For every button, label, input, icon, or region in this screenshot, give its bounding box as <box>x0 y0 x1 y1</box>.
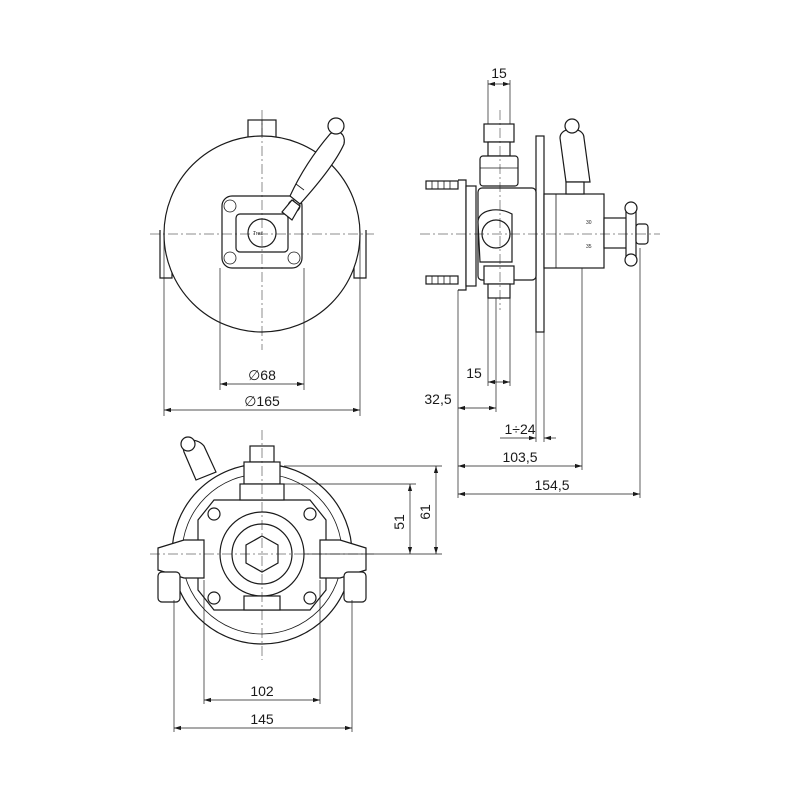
dim-103-5-label: 103,5 <box>502 449 537 465</box>
side-lever-handle <box>559 128 591 183</box>
scale-mark-30: 30 <box>586 220 592 226</box>
side-bottom-nut <box>483 265 515 285</box>
scale-mark-35: 35 <box>586 244 592 250</box>
bottom-anchor <box>425 275 459 285</box>
top-anchor <box>425 180 459 190</box>
rear-right-connection <box>319 539 367 579</box>
side-top-nut <box>483 123 515 143</box>
lever-handle <box>289 131 345 205</box>
lever-knob <box>327 117 345 135</box>
dim-102-label: 102 <box>250 683 274 699</box>
side-view: 30 35 15 15 32,5 <box>420 65 660 498</box>
dim-32-5-label: 32,5 <box>424 391 451 407</box>
dim-1-24-label: 1÷24 <box>504 421 535 437</box>
rear-view: 51 61 102 145 <box>150 430 442 732</box>
side-cartridge-housing <box>543 193 605 269</box>
dim-145-label: 145 <box>250 711 274 727</box>
rear-left-connection <box>157 539 205 579</box>
dim-top-15-label: 15 <box>491 65 507 81</box>
side-bracket <box>458 179 467 291</box>
front-view: Tres ∅68 ∅165 <box>150 110 374 416</box>
dim-61-label: 61 <box>417 504 433 520</box>
side-lever-knob <box>564 118 580 134</box>
dim-51-label: 51 <box>391 514 407 530</box>
side-elbow <box>477 209 513 263</box>
dim-bottom-15-label: 15 <box>466 365 482 381</box>
lever-collar <box>281 199 301 221</box>
dim-d68-label: ∅68 <box>248 367 276 383</box>
dim-154-5-label: 154,5 <box>534 477 569 493</box>
dim-d165-label: ∅165 <box>244 393 280 409</box>
